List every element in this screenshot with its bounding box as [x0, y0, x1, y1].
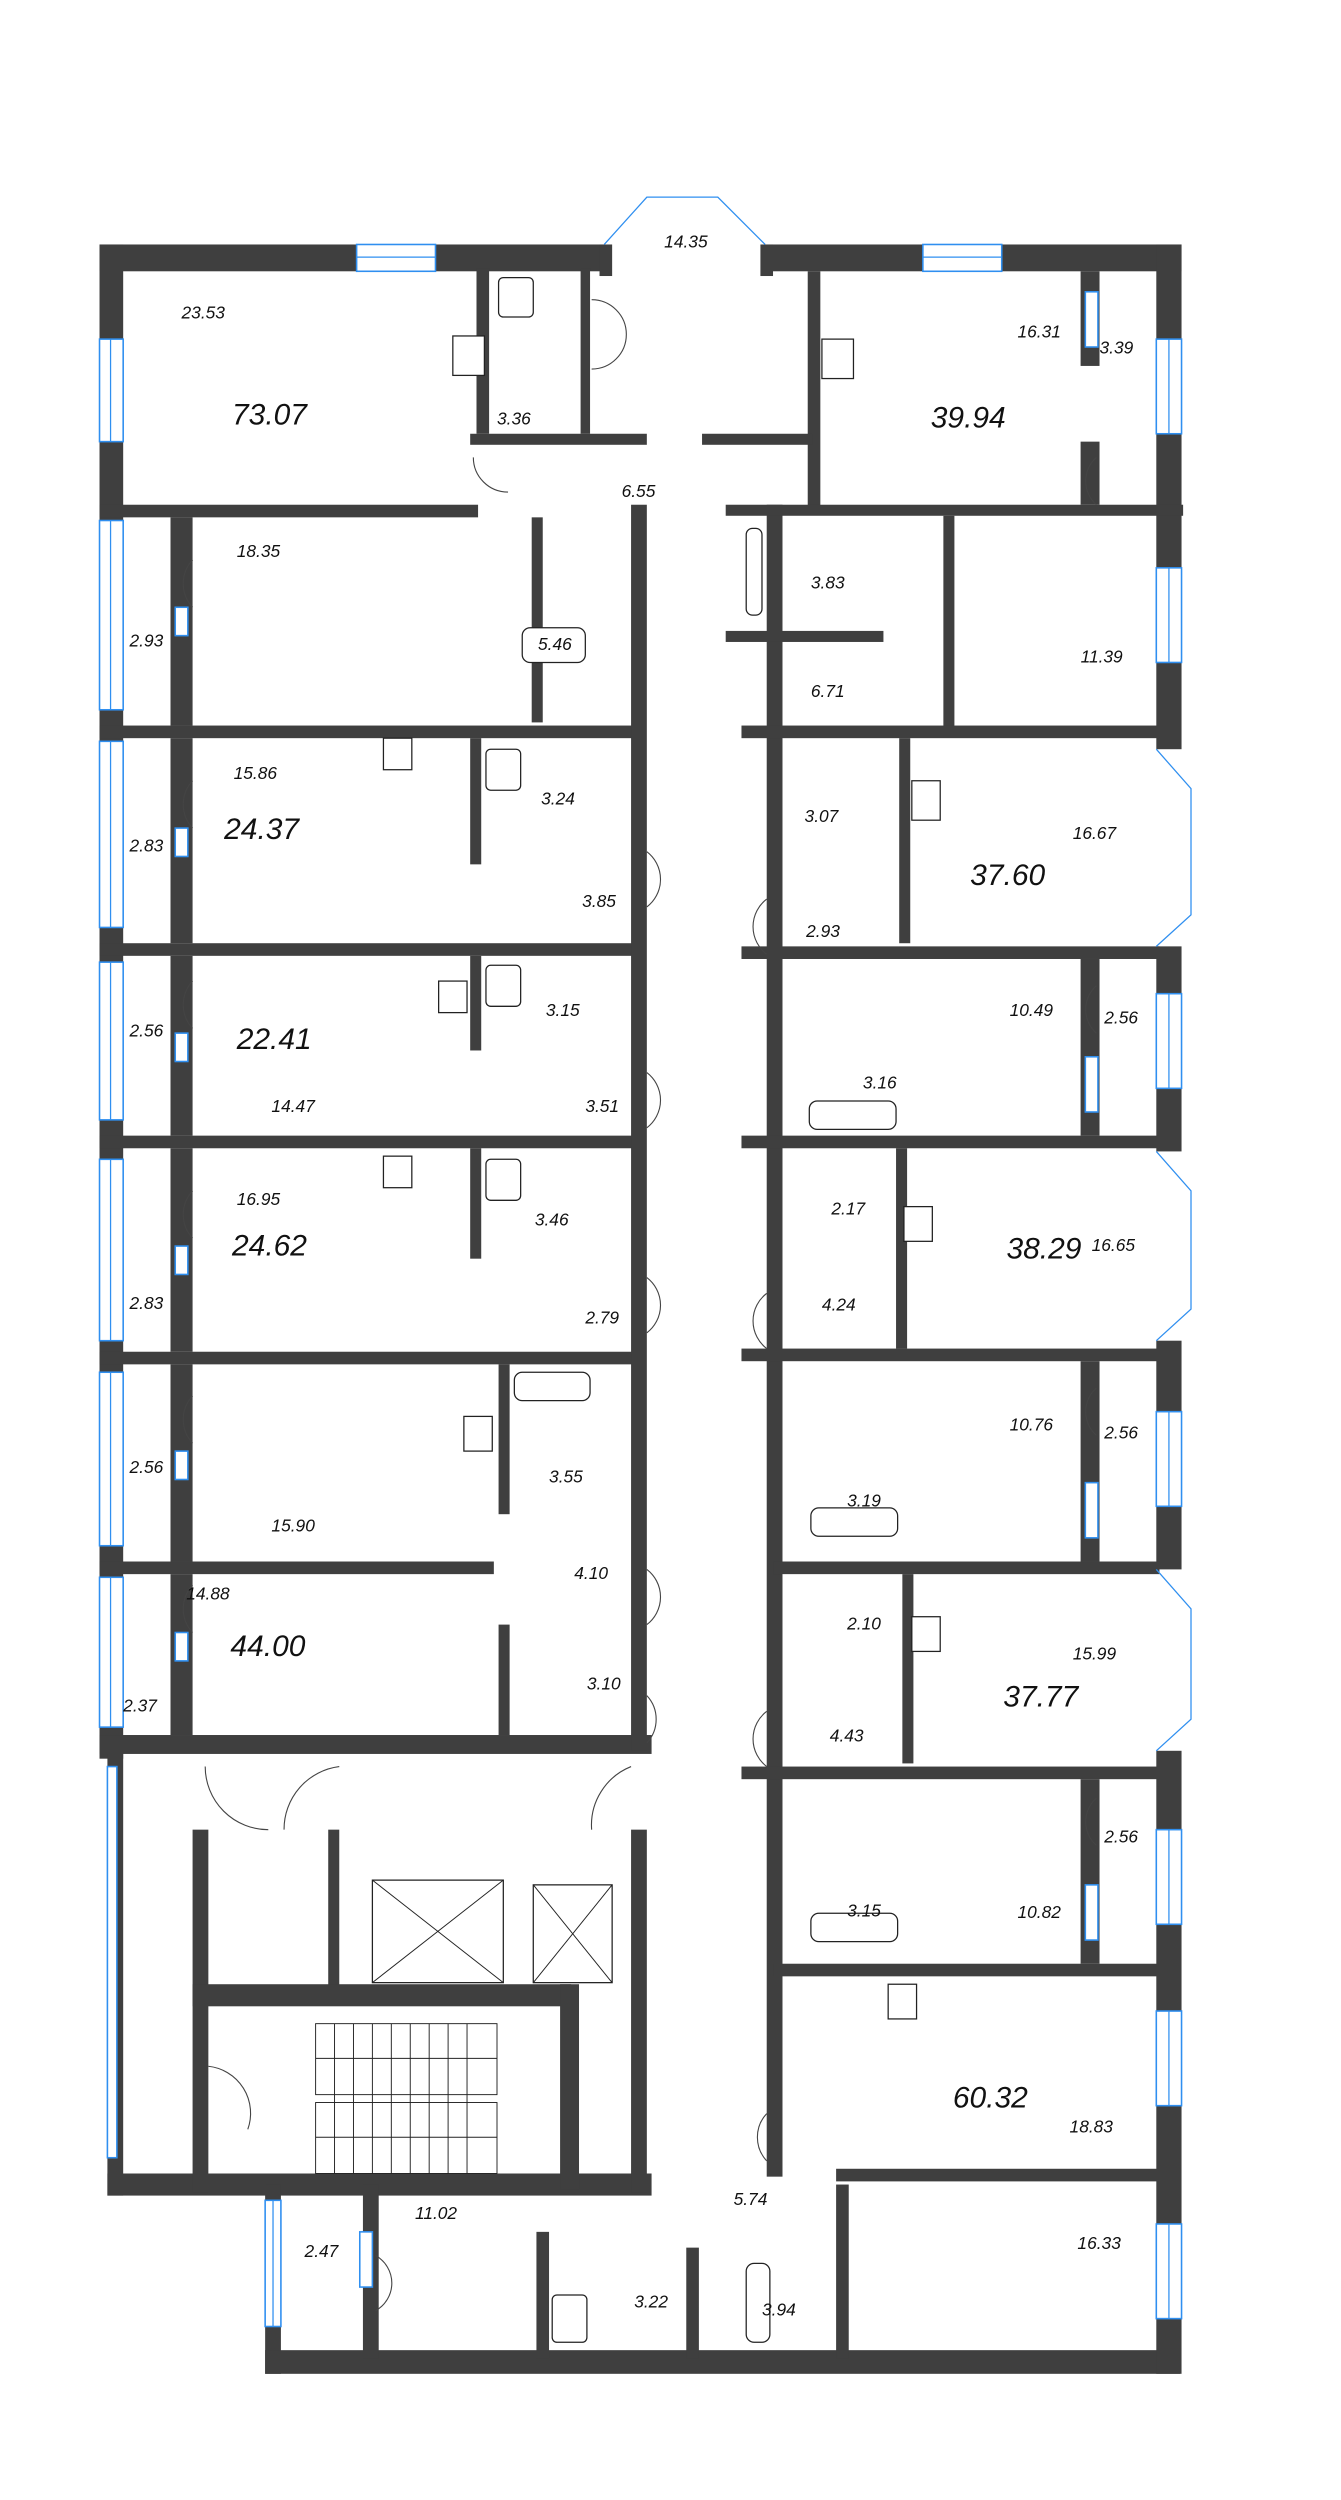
- room-area: 11.02: [415, 2203, 457, 2223]
- kitchen-stoves: [382, 335, 941, 2020]
- apartment-area-24-37: 24.37: [223, 813, 300, 846]
- room-area: 2.56: [128, 1457, 163, 1477]
- room-area: 2.37: [122, 1695, 158, 1715]
- room-area: 4.43: [830, 1725, 864, 1745]
- room-area: 10.49: [1010, 1000, 1054, 1020]
- room-area: 5.46: [538, 634, 572, 654]
- apartment-area-37-60: 37.60: [970, 859, 1045, 892]
- room-area: 3.15: [847, 1900, 881, 1920]
- area-labels-large: 73.07 39.94 24.37 22.41 24.62 44.00 37.6…: [223, 398, 1082, 2114]
- room-area: 16.31: [1018, 322, 1061, 342]
- room-area: 15.90: [271, 1516, 315, 1536]
- room-area: 3.16: [863, 1072, 897, 1092]
- interior-walls: [99, 268, 1184, 2359]
- room-area: 3.55: [549, 1467, 583, 1487]
- room-area: 10.76: [1010, 1415, 1054, 1435]
- room-area: 2.93: [128, 631, 163, 651]
- room-area: 3.94: [762, 2299, 796, 2319]
- room-area: 16.67: [1073, 823, 1118, 843]
- apartment-area-38-29: 38.29: [1006, 1233, 1081, 1266]
- room-area: 3.07: [805, 806, 840, 826]
- room-area: 16.33: [1077, 2233, 1121, 2253]
- room-area: 2.83: [128, 836, 163, 856]
- room-area: 3.24: [541, 788, 575, 808]
- room-area: 2.56: [1103, 1826, 1138, 1846]
- windows: [98, 196, 1192, 2328]
- staircase: [315, 2023, 498, 2174]
- room-area: 14.88: [186, 1583, 230, 1603]
- room-area: 16.65: [1092, 1235, 1136, 1255]
- apartment-area-24-62: 24.62: [231, 1230, 307, 1263]
- room-area: 11.39: [1081, 646, 1123, 666]
- room-area: 2.79: [584, 1307, 619, 1327]
- room-area: 14.47: [271, 1096, 316, 1116]
- room-area: 2.56: [128, 1020, 163, 1040]
- room-area: 3.46: [535, 1210, 569, 1230]
- room-area: 2.10: [846, 1613, 881, 1633]
- bath-fixtures: [485, 276, 899, 2343]
- area-labels-small: 23.53 14.35 3.36 6.55 16.31 3.39 18.35 2…: [122, 232, 1138, 2320]
- room-area: 18.83: [1070, 2116, 1114, 2136]
- elevators: [371, 1879, 613, 1984]
- room-area: 5.74: [734, 2189, 768, 2209]
- apartment-area-39-94: 39.94: [931, 401, 1006, 434]
- room-area: 3.51: [585, 1096, 619, 1116]
- room-area: 2.56: [1103, 1422, 1138, 1442]
- room-area: 3.83: [811, 572, 845, 592]
- room-area: 18.35: [237, 541, 281, 561]
- room-area: 2.83: [128, 1293, 163, 1313]
- apartment-area-60-32: 60.32: [953, 2081, 1028, 2114]
- room-area: 15.86: [234, 763, 278, 783]
- room-area: 15.99: [1073, 1643, 1117, 1663]
- doors: [182, 299, 1097, 2312]
- room-area: 3.36: [497, 408, 531, 428]
- room-area: 3.10: [587, 1673, 621, 1693]
- room-area: 3.85: [582, 891, 616, 911]
- room-area: 16.95: [237, 1189, 281, 1209]
- room-area: 2.17: [830, 1199, 866, 1219]
- room-area: 10.82: [1018, 1902, 1062, 1922]
- room-area: 6.55: [622, 481, 656, 501]
- room-area: 2.93: [805, 921, 840, 941]
- room-area: 2.47: [304, 2241, 340, 2261]
- room-area: 6.71: [811, 681, 845, 701]
- room-area: 2.56: [1103, 1008, 1138, 1028]
- room-area: 14.35: [664, 232, 708, 252]
- apartment-area-44-00: 44.00: [230, 1630, 305, 1663]
- room-area: 3.15: [546, 1000, 580, 1020]
- room-area: 23.53: [181, 303, 226, 323]
- room-area: 3.19: [847, 1490, 881, 1510]
- room-area: 4.10: [574, 1563, 608, 1583]
- apartment-area-37-77: 37.77: [1003, 1681, 1079, 1714]
- apartment-area-22-41: 22.41: [236, 1023, 312, 1056]
- room-area: 3.22: [634, 2292, 668, 2312]
- room-area: 4.24: [822, 1295, 856, 1315]
- apartment-area-73-07: 73.07: [232, 398, 308, 431]
- room-area: 3.39: [1100, 337, 1134, 357]
